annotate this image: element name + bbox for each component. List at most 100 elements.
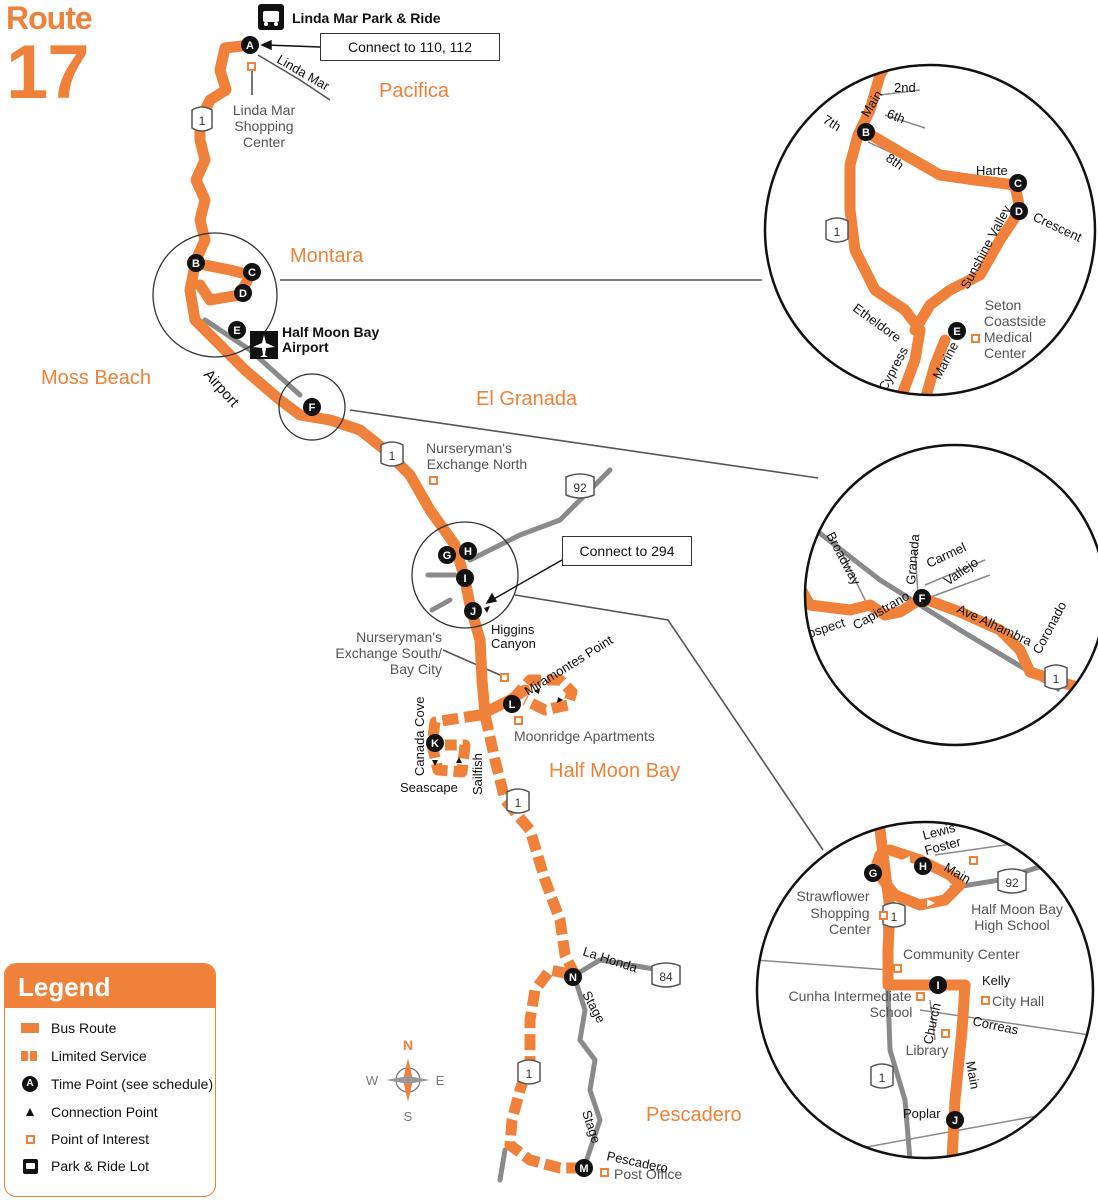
compass-n: N — [403, 1037, 413, 1053]
inset3-hmb-high-2: High School — [974, 917, 1050, 933]
arrow-seascape-up-icon — [456, 757, 462, 763]
inset1-timepoint-c-label: C — [1014, 178, 1022, 190]
inset1-street-6th: 6th — [885, 106, 907, 127]
legend-point-of-interest-label: Point of Interest — [51, 1131, 150, 1147]
inset1-timepoint-d: D — [1010, 202, 1028, 220]
town-moss-beach: Moss Beach — [41, 367, 151, 389]
park-ride-label: Linda Mar Park & Ride — [292, 10, 441, 26]
point-of-interest-icon — [19, 1131, 41, 1147]
inset3-poi-hmb-high-icon — [969, 856, 978, 865]
inset3-hwy-92-label: 92 — [1005, 876, 1019, 890]
bus-route-swatch-icon — [19, 1020, 41, 1036]
inset1-timepoint-e: E — [948, 322, 966, 340]
inset3-hwy-1-label: 1 — [891, 910, 898, 924]
inset3-arrow-west-icon — [927, 899, 935, 907]
inset-el-granada: 1 F Airport Broadway Granada Carmel Vall… — [760, 445, 1098, 745]
inset1-hwy-shield-1: 1 — [825, 217, 849, 243]
inset3-arrow-east-icon — [902, 856, 910, 864]
inset1-timepoint-c: C — [1009, 174, 1027, 192]
hwy-shield-1-hmb-label: 1 — [515, 796, 522, 810]
timepoint-k-label: K — [431, 738, 439, 750]
callout-connect-110-text: Connect to 110, 112 — [347, 39, 473, 55]
inset1-street-2nd: 2nd — [894, 80, 916, 95]
poi-linda-mar-sc-icon — [247, 62, 256, 71]
inset1-seton-4: Center — [984, 345, 1026, 361]
legend-park-ride-label: Park & Ride Lot — [51, 1158, 150, 1174]
legend-title: Legend — [5, 964, 215, 1008]
inset3-hwy-1-south-label: 1 — [879, 1071, 886, 1085]
timepoint-e: E — [228, 321, 246, 339]
inset1-street-harte: Harte — [976, 163, 1008, 178]
arrow-miramontes-icon — [534, 688, 540, 694]
inset3-timepoint-j: J — [946, 1111, 964, 1129]
airport-label-1: Half Moon Bay — [282, 324, 379, 340]
time-point-icon: A — [19, 1076, 41, 1092]
inset3-street-kelly: Kelly — [982, 973, 1011, 988]
route-number: 17 — [6, 30, 90, 115]
inset2-street-harvard: Harvard — [760, 607, 809, 638]
road-sw-hwy1 — [497, 1147, 508, 1183]
legend-park-ride: Park & Ride Lot — [19, 1158, 149, 1174]
compass-s: S — [404, 1109, 413, 1124]
hwy-shield-1-south: 1 — [517, 1059, 541, 1085]
inset3-timepoint-i-label: I — [936, 980, 939, 992]
route-limited-seascape — [426, 709, 481, 778]
inset3-hmb-high-1: Half Moon Bay — [971, 901, 1063, 917]
inset3-cunha-2: School — [870, 1004, 913, 1020]
hwy-shield-92-label: 92 — [573, 481, 587, 495]
inset3-poi-library-icon — [941, 1029, 950, 1038]
post-office-label: Post Office — [614, 1166, 682, 1182]
hwy-shield-1-north-label: 1 — [199, 114, 206, 128]
linda-mar-sc-label-2: Shopping — [234, 118, 293, 134]
town-pescadero: Pescadero — [646, 1104, 742, 1126]
legend-point-of-interest: Point of Interest — [19, 1131, 149, 1147]
timepoint-a-label: A — [246, 40, 254, 52]
timepoint-j-label: J — [470, 606, 476, 618]
compass-w: W — [366, 1073, 379, 1088]
inset3-strawflower-3: Center — [829, 921, 871, 937]
timepoint-f: F — [303, 398, 321, 416]
inset1-timepoint-b: B — [857, 123, 875, 141]
legend-connection-point: Connection Point — [19, 1104, 158, 1120]
timepoint-i: I — [456, 569, 474, 587]
compass-e: E — [436, 1073, 445, 1088]
timepoint-k: K — [426, 734, 444, 752]
callout-294-pointer — [491, 559, 563, 601]
legend-time-point-label: Time Point (see schedule) — [51, 1076, 214, 1092]
hwy-shield-1-hmb: 1 — [506, 788, 530, 814]
inset3-strawflower-2: Shopping — [810, 905, 869, 921]
inset3-hwy-shield-92: 92 — [997, 868, 1027, 894]
poi-moonridge-icon — [514, 716, 523, 725]
street-airport: Airport — [200, 366, 243, 411]
inset1-timepoint-b-label: B — [862, 127, 870, 139]
street-canada-cove: Canada Cove — [412, 697, 427, 777]
inset3-poi-city-hall-icon — [981, 996, 990, 1005]
town-montara: Montara — [290, 245, 364, 267]
inset1-seton-3: Medical — [984, 329, 1032, 345]
inset3-timepoint-j-label: J — [952, 1115, 958, 1127]
timepoint-n-label: N — [569, 972, 577, 984]
timepoint-e-label: E — [233, 325, 240, 337]
road-linda-mar — [257, 54, 331, 101]
inset3-poi-cunha-icon — [916, 992, 925, 1001]
connection-point-icon — [19, 1104, 41, 1120]
inset1-seton-1: Seton — [985, 297, 1022, 313]
timepoint-a: A — [241, 36, 259, 54]
hwy-shield-1-elgranada-label: 1 — [389, 449, 396, 463]
route-limited-south — [479, 713, 585, 1174]
nursery-south-label-1: Nurseryman's — [356, 629, 442, 645]
leader-circle-elgranada — [349, 409, 819, 479]
timepoint-g-label: G — [443, 550, 452, 562]
inset3-hwy-shield-1: 1 — [882, 902, 906, 928]
street-seascape: Seascape — [400, 780, 458, 795]
arrow-seascape-down-icon — [432, 760, 438, 766]
timepoint-b-label: B — [192, 258, 200, 270]
nursery-north-label-1: Nurseryman's — [426, 440, 512, 456]
street-higgins-1: Higgins — [491, 622, 535, 637]
road-hwy92-c — [429, 597, 453, 613]
legend-time-point: A Time Point (see schedule) — [19, 1076, 213, 1092]
leader-nursery-south — [442, 649, 501, 676]
moonridge-label: Moonridge Apartments — [514, 728, 655, 744]
town-el-granada: El Granada — [476, 388, 578, 410]
hwy-shield-1-north: 1 — [191, 106, 213, 132]
